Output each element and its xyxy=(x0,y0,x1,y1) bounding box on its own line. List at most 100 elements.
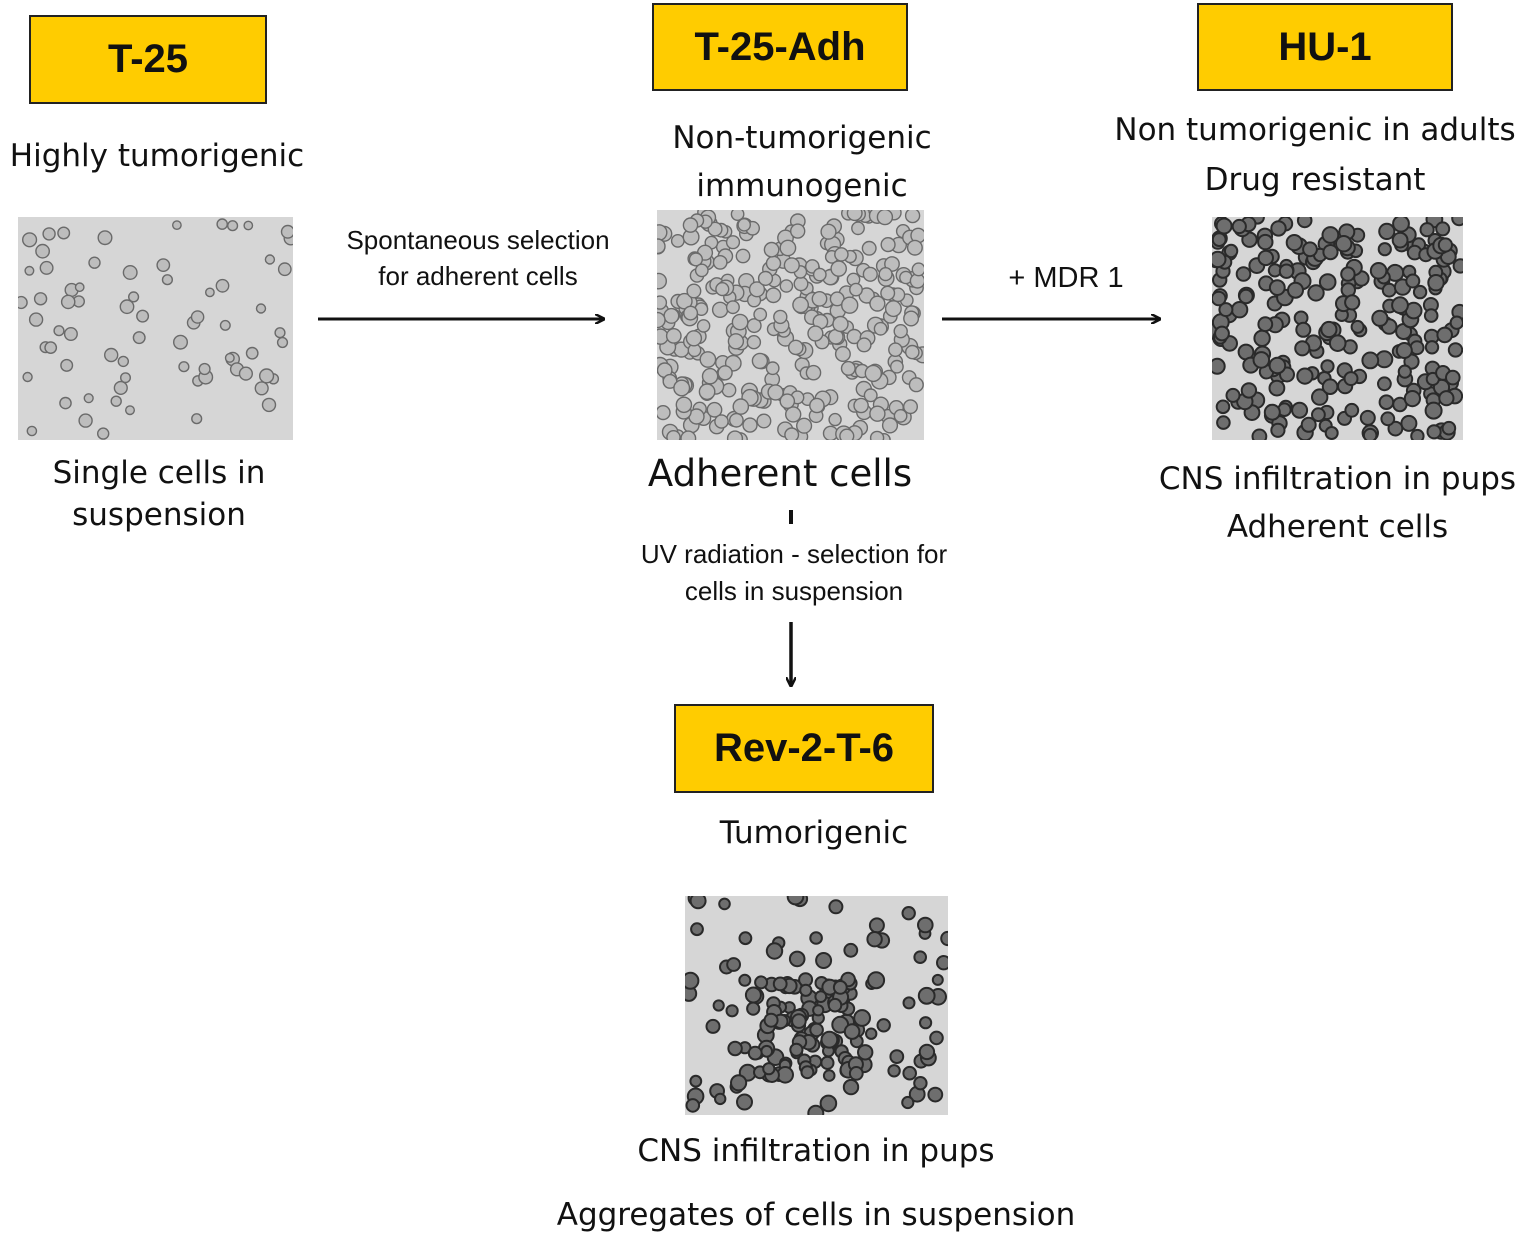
cell xyxy=(765,361,780,376)
cell xyxy=(929,1030,944,1046)
cell xyxy=(657,405,671,421)
cell xyxy=(868,917,885,934)
cell xyxy=(809,1022,824,1038)
cell xyxy=(911,262,924,277)
cell xyxy=(1212,250,1227,269)
cell xyxy=(227,220,239,232)
cell xyxy=(760,1044,774,1058)
cell xyxy=(725,1004,739,1018)
cell xyxy=(1296,367,1314,385)
cell xyxy=(730,210,745,221)
cell xyxy=(701,367,719,385)
cell xyxy=(1268,356,1287,375)
cell xyxy=(161,274,174,286)
edge-label-uv-line1: UV radiation - selection for xyxy=(640,539,948,569)
cell xyxy=(936,955,948,971)
cell xyxy=(274,327,286,339)
edge-label-mdr1: + MDR 1 xyxy=(1008,262,1124,294)
cell xyxy=(742,417,758,433)
edge-label-uv-line2: cells in suspension xyxy=(684,576,904,606)
cell xyxy=(44,341,58,355)
hu1-property-line2: Drug resistant xyxy=(1204,162,1426,198)
cell xyxy=(1295,321,1312,338)
cell xyxy=(783,257,800,274)
cell xyxy=(255,303,267,314)
cell xyxy=(1441,420,1457,436)
rev2t6-label-box: Rev-2-T-6 xyxy=(674,704,934,793)
cell xyxy=(893,408,908,423)
cell xyxy=(931,973,944,986)
cell xyxy=(264,254,276,265)
cell xyxy=(726,430,744,440)
cell xyxy=(869,405,886,422)
cell xyxy=(919,1016,933,1030)
cell xyxy=(902,1065,917,1081)
cell xyxy=(908,377,924,393)
cell xyxy=(1212,232,1227,247)
cell xyxy=(276,336,289,349)
cell xyxy=(1335,235,1353,253)
cell xyxy=(867,971,886,990)
cell xyxy=(887,1064,901,1078)
t25-caption-line1: Single cells in xyxy=(52,455,266,491)
cell xyxy=(1257,233,1274,251)
cell xyxy=(779,393,796,409)
cell xyxy=(1410,428,1425,440)
cell xyxy=(901,906,916,921)
cell xyxy=(1320,359,1335,374)
cell xyxy=(748,281,766,298)
edge-label-uv: UV radiation - selection for cells in su… xyxy=(592,536,996,610)
cell xyxy=(1395,342,1413,359)
cell xyxy=(917,986,936,1005)
cell xyxy=(731,313,749,331)
cell xyxy=(822,1069,836,1082)
cell xyxy=(1400,414,1418,432)
cell xyxy=(1435,221,1451,237)
cell xyxy=(809,397,825,414)
cell xyxy=(913,1076,928,1091)
hu1-label: HU-1 xyxy=(1278,24,1372,69)
cell xyxy=(853,1009,872,1027)
cell xyxy=(26,425,38,437)
cell xyxy=(1307,284,1325,302)
t25-label-box: T-25 xyxy=(29,15,267,104)
t25-caption: Single cells in suspension xyxy=(0,452,318,536)
t25-label: T-25 xyxy=(107,37,189,81)
cell xyxy=(1378,394,1395,410)
cell xyxy=(1285,234,1303,252)
cell xyxy=(191,413,203,425)
cell xyxy=(927,1086,944,1103)
cell xyxy=(792,296,810,314)
cell xyxy=(35,243,51,259)
cell xyxy=(88,256,101,269)
cell xyxy=(793,276,809,292)
cell xyxy=(732,398,750,415)
cell xyxy=(1215,399,1231,415)
cell xyxy=(1445,369,1461,386)
cell xyxy=(918,1043,936,1061)
rev2t6-property: Tumorigenic xyxy=(719,815,909,851)
cell xyxy=(1278,263,1295,279)
cell xyxy=(834,345,851,362)
edge-label-spontaneous: Spontaneous selection for adherent cells xyxy=(318,222,638,294)
cell xyxy=(238,366,254,381)
cell xyxy=(1321,378,1339,395)
cell xyxy=(799,983,813,997)
cell xyxy=(666,430,681,440)
cell xyxy=(707,221,723,237)
cell xyxy=(216,218,228,230)
cell xyxy=(828,412,842,427)
cell xyxy=(204,287,215,298)
cell xyxy=(881,417,899,434)
cell xyxy=(1263,403,1281,421)
cell xyxy=(902,996,916,1010)
cell xyxy=(1215,217,1233,235)
cell xyxy=(698,383,716,401)
cell xyxy=(63,326,78,341)
cell xyxy=(675,396,693,414)
cell xyxy=(1240,382,1258,399)
cell xyxy=(685,330,703,347)
cell xyxy=(853,397,869,414)
cell xyxy=(254,381,269,396)
